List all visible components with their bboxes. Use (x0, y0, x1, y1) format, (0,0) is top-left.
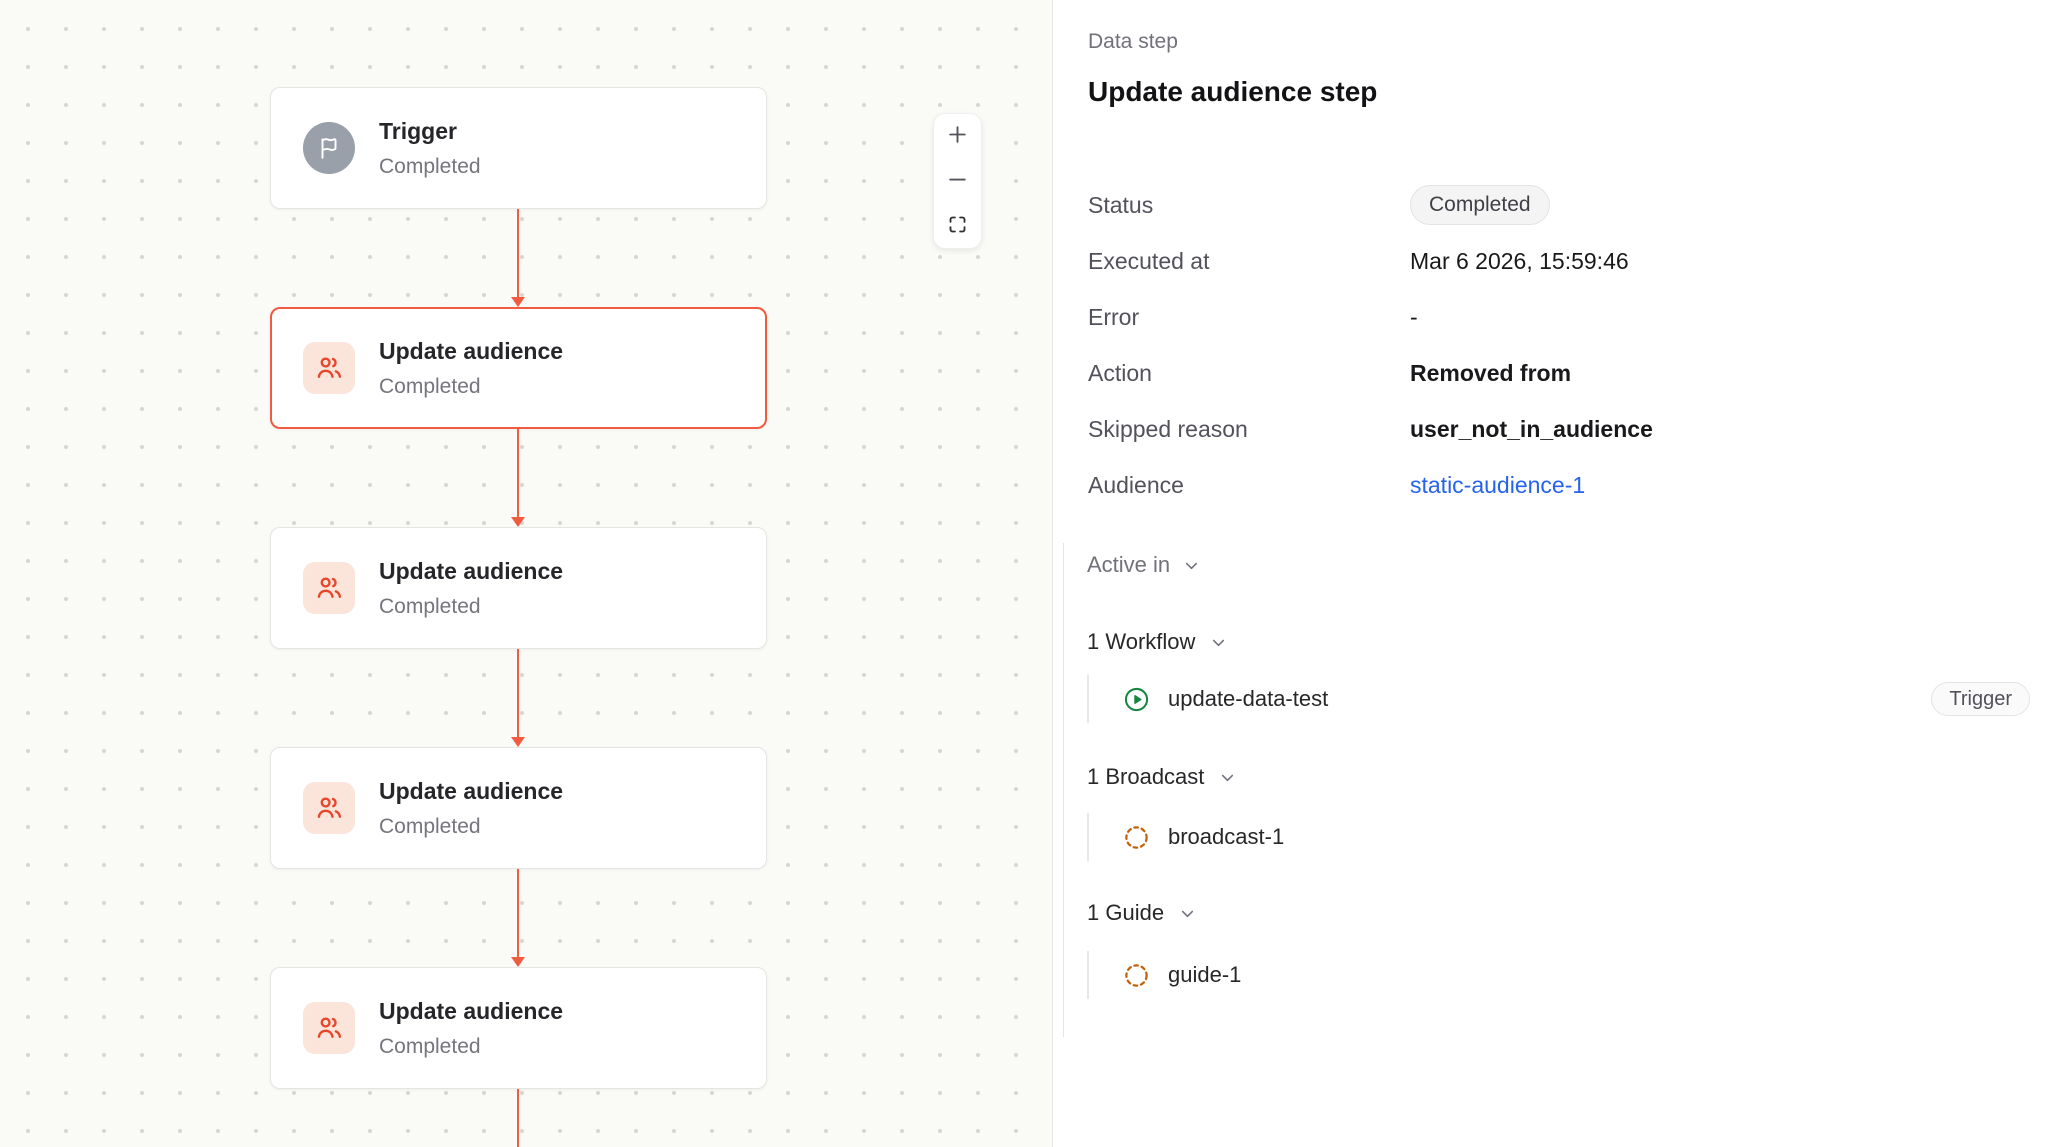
node-update-audience-3[interactable]: Update audience Completed (270, 747, 767, 869)
chevron-down-icon (1178, 904, 1197, 923)
active-in-label: Active in (1087, 552, 1171, 577)
node-status: Completed (379, 154, 481, 178)
field-value: Mar 6 2026, 15:59:46 (1410, 247, 1629, 274)
workflow-canvas[interactable]: Trigger Completed Update audience Comple… (0, 0, 1053, 1147)
chevron-down-icon (1209, 633, 1228, 652)
field-label: Error (1088, 303, 1140, 330)
trigger-tag: Trigger (1931, 682, 2030, 716)
dashed-circle-icon (1123, 962, 1150, 989)
zoom-out-button[interactable] (934, 159, 981, 204)
field-row-audience: Audience static-audience-1 (1088, 457, 2018, 513)
plus-icon (945, 122, 970, 150)
broadcast-group-toggle[interactable]: 1 Broadcast (1087, 761, 2048, 793)
edge-connector (511, 1089, 525, 1147)
item-name: update-data-test (1168, 686, 1329, 711)
field-label: Skipped reason (1088, 415, 1248, 442)
active-in-section: Active in 1 Workflow update-data-test Tr… (1063, 543, 2048, 1037)
edge-connector (511, 869, 525, 967)
edge-connector (511, 429, 525, 527)
field-row-skipped-reason: Skipped reason user_not_in_audience (1088, 401, 2018, 457)
step-details-panel: Data step Update audience step Status Co… (1054, 0, 2048, 1147)
play-circle-icon (1123, 686, 1150, 713)
field-label: Action (1088, 359, 1152, 386)
fit-view-icon (947, 214, 968, 238)
flag-icon (303, 122, 355, 174)
node-title: Trigger (379, 117, 457, 144)
workflow-group-toggle[interactable]: 1 Workflow (1087, 626, 2048, 658)
edge-connector (511, 209, 525, 307)
list-item-guide[interactable]: guide-1 (1087, 951, 2030, 999)
item-name: broadcast-1 (1168, 824, 1285, 849)
node-trigger[interactable]: Trigger Completed (270, 87, 767, 209)
node-title: Update audience (379, 557, 564, 584)
field-row-status: Status Completed (1088, 177, 2018, 233)
status-badge: Completed (1410, 185, 1550, 225)
node-title: Update audience (379, 337, 564, 364)
list-item-broadcast[interactable]: broadcast-1 (1087, 813, 2030, 861)
group-header: 1 Guide (1087, 900, 1165, 925)
active-in-toggle[interactable]: Active in (1087, 549, 2048, 581)
step-type-label: Data step (1088, 30, 1178, 53)
node-title: Update audience (379, 777, 564, 804)
chevron-down-icon (1182, 556, 1201, 575)
users-icon (303, 342, 355, 394)
node-update-audience-4[interactable]: Update audience Completed (270, 967, 767, 1089)
minus-icon (945, 167, 970, 195)
zoom-in-button[interactable] (934, 114, 981, 159)
node-status: Completed (379, 594, 481, 618)
field-label: Status (1088, 191, 1154, 218)
group-header: 1 Broadcast (1087, 764, 1205, 789)
group-header: 1 Workflow (1087, 629, 1196, 654)
edge-connector (511, 649, 525, 747)
node-update-audience-2[interactable]: Update audience Completed (270, 527, 767, 649)
fit-view-button[interactable] (934, 203, 981, 248)
chevron-down-icon (1218, 768, 1237, 787)
field-value: - (1410, 303, 1418, 330)
users-icon (303, 782, 355, 834)
field-label: Audience (1088, 471, 1184, 498)
list-item-workflow[interactable]: update-data-test Trigger (1087, 675, 2030, 723)
users-icon (303, 1002, 355, 1054)
node-status: Completed (379, 1034, 481, 1058)
field-row-executed-at: Executed at Mar 6 2026, 15:59:46 (1088, 233, 2018, 289)
canvas-zoom-toolbar (933, 113, 982, 249)
step-fields: Status Completed Executed at Mar 6 2026,… (1088, 177, 2018, 513)
item-name: guide-1 (1168, 962, 1242, 987)
field-row-error: Error - (1088, 289, 2018, 345)
audience-link[interactable]: static-audience-1 (1410, 471, 1586, 498)
node-update-audience-1[interactable]: Update audience Completed (270, 307, 767, 429)
users-icon (303, 562, 355, 614)
field-value: Removed from (1410, 359, 1572, 386)
node-status: Completed (379, 374, 481, 398)
guide-group-toggle[interactable]: 1 Guide (1087, 897, 2048, 929)
node-status: Completed (379, 814, 481, 838)
field-value: user_not_in_audience (1410, 415, 1653, 442)
field-label: Executed at (1088, 247, 1210, 274)
page-title: Update audience step (1088, 76, 1378, 107)
node-title: Update audience (379, 997, 564, 1024)
field-row-action: Action Removed from (1088, 345, 2018, 401)
dashed-circle-icon (1123, 824, 1150, 851)
